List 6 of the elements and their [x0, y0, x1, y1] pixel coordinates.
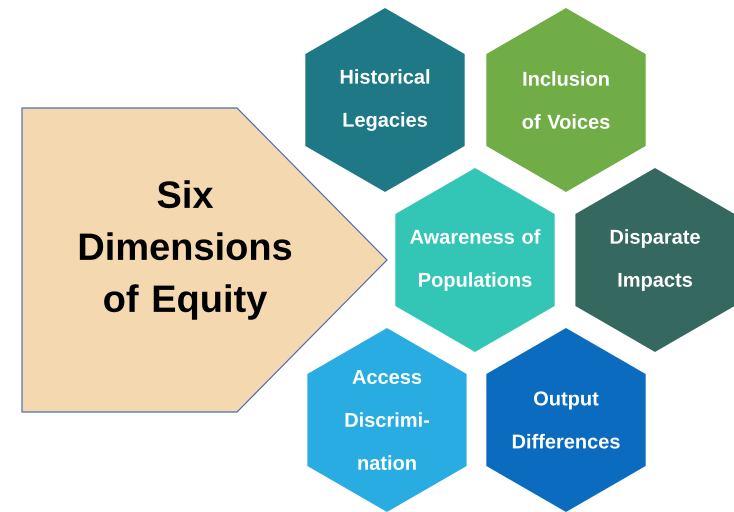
hexagon: Awareness of Populations	[395, 168, 555, 352]
hexagon: Access Discrimi- nation	[307, 328, 467, 512]
hexagon: Inclusion of Voices	[486, 8, 646, 192]
hexagon: Disparate Impacts	[575, 168, 734, 352]
hexagon: Output Differences	[486, 328, 646, 512]
hexagon: Historical Legacies	[305, 8, 465, 192]
